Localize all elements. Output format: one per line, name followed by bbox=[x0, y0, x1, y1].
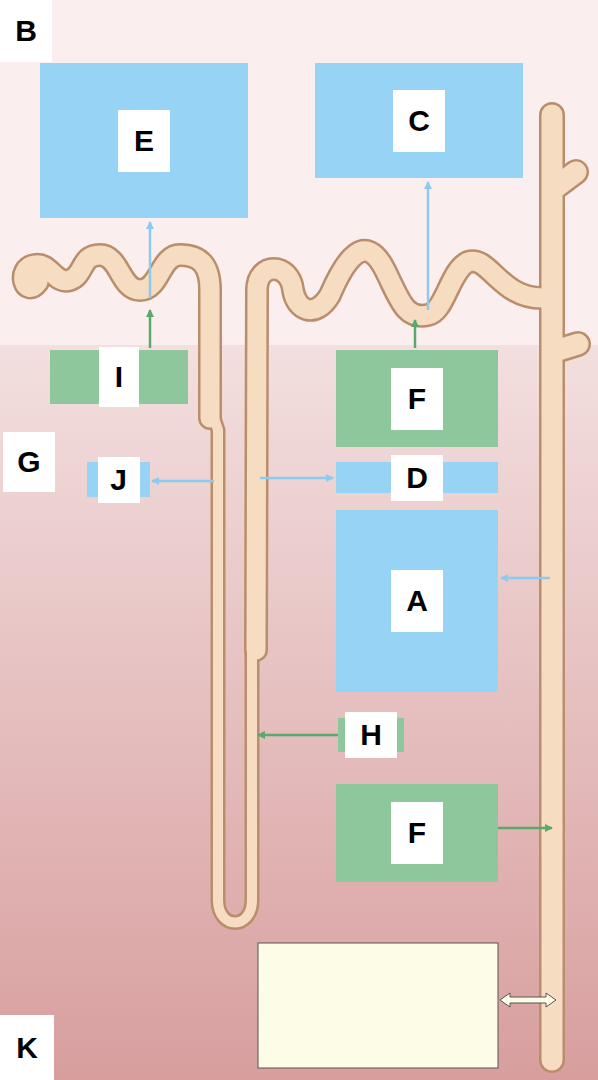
green-box: H bbox=[338, 718, 404, 752]
tubule bbox=[24, 115, 578, 1060]
box-letter: E bbox=[118, 110, 170, 172]
region-label: G bbox=[3, 432, 55, 492]
green-box: F bbox=[336, 350, 498, 447]
green-box: I bbox=[50, 350, 188, 404]
box-letter: F bbox=[391, 802, 443, 864]
box-letter: A bbox=[391, 570, 443, 632]
box-letter: C bbox=[393, 90, 445, 152]
blue-box: J bbox=[87, 462, 150, 497]
blue-box: C bbox=[315, 63, 523, 178]
blue-box: A bbox=[336, 510, 498, 692]
blue-box: E bbox=[40, 63, 248, 218]
box-letter: J bbox=[98, 457, 140, 503]
green-box: F bbox=[336, 784, 498, 882]
region-label: K bbox=[0, 1015, 54, 1080]
region-label: B bbox=[0, 0, 52, 62]
box-letter: I bbox=[99, 347, 139, 407]
box-letter: D bbox=[391, 455, 443, 501]
blue-box: D bbox=[336, 462, 498, 493]
double-arrow bbox=[500, 993, 556, 1007]
box-letter: F bbox=[391, 368, 443, 430]
transport-arrows bbox=[150, 182, 552, 828]
box-letter: H bbox=[345, 712, 397, 758]
blank-box bbox=[258, 943, 498, 1068]
